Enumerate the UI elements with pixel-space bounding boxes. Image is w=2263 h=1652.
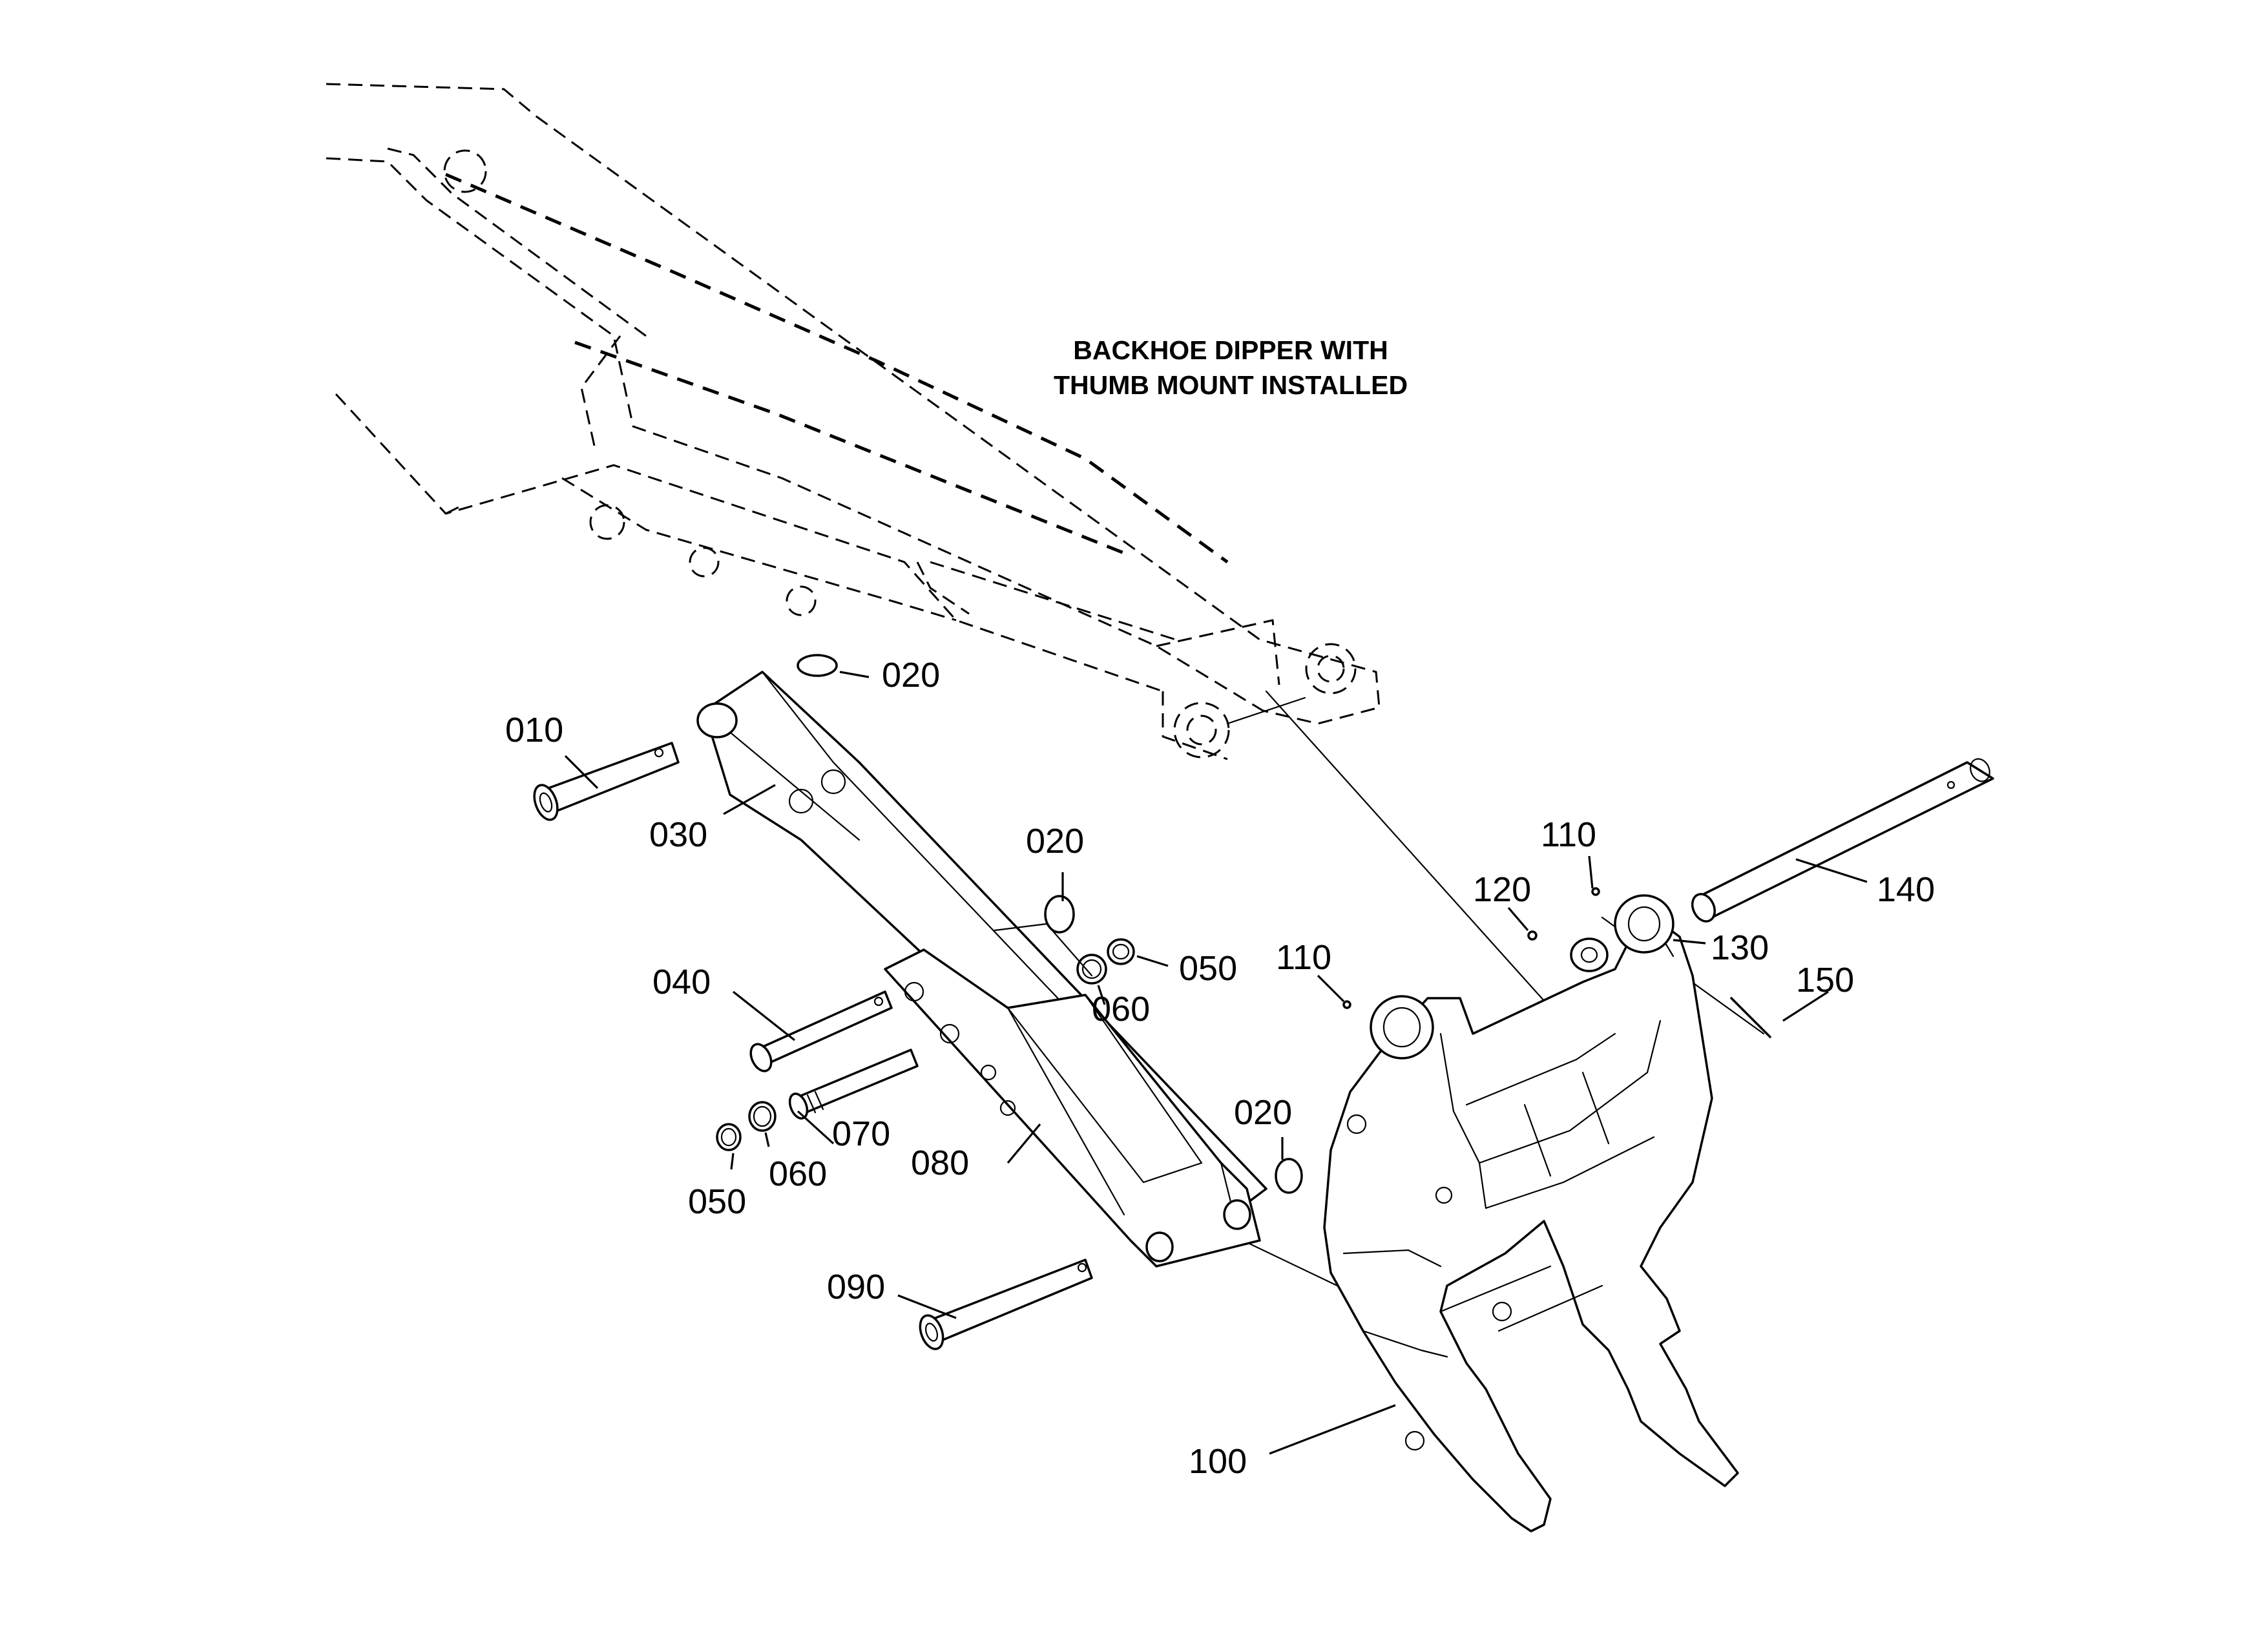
- callout-050-left: 050: [688, 1182, 746, 1221]
- callout-050-right: 050: [1179, 949, 1237, 988]
- callout-040: 040: [652, 963, 711, 1001]
- callout-130: 130: [1711, 928, 1769, 967]
- callout-120: 120: [1473, 870, 1531, 909]
- part-100-thumb: [1323, 894, 1739, 1532]
- callout-020-middle: 020: [1026, 822, 1084, 861]
- callout-020-top: 020: [882, 656, 940, 695]
- diagram-title-line-1: BACKHOE DIPPER WITH: [1073, 335, 1388, 365]
- callout-leaders: [564, 671, 1868, 1455]
- part-090-pin: [919, 1259, 1093, 1350]
- diagram-title-line-2: THUMB MOUNT INSTALLED: [1054, 370, 1408, 400]
- part-040-pin: [749, 990, 893, 1072]
- callout-140: 140: [1877, 870, 1935, 909]
- callout-110-right: 110: [1541, 815, 1596, 854]
- part-150-rod: [1730, 997, 1771, 1038]
- part-020-clips: [797, 654, 1303, 1194]
- callout-010: 010: [505, 711, 563, 749]
- part-050-060-rings: [716, 938, 1135, 1151]
- part-070-shaft: [788, 1049, 919, 1120]
- callout-080: 080: [911, 1144, 969, 1182]
- callout-070: 070: [832, 1114, 890, 1153]
- callout-060-left: 060: [769, 1155, 827, 1193]
- callout-100: 100: [1189, 1442, 1247, 1481]
- part-140-long-pin: [1691, 758, 1994, 923]
- callout-020-lower: 020: [1234, 1093, 1292, 1132]
- callout-030: 030: [649, 815, 707, 854]
- callout-110-left: 110: [1276, 938, 1331, 977]
- part-010-pin: [533, 742, 680, 821]
- part-110-120-130-fittings: [1342, 887, 1609, 1009]
- callout-060-right: 060: [1092, 990, 1150, 1029]
- backhoe-dipper-outline: [326, 83, 1381, 760]
- callout-090: 090: [827, 1268, 885, 1306]
- callout-150: 150: [1796, 961, 1854, 999]
- part-080-link-assembly: [884, 923, 1261, 1268]
